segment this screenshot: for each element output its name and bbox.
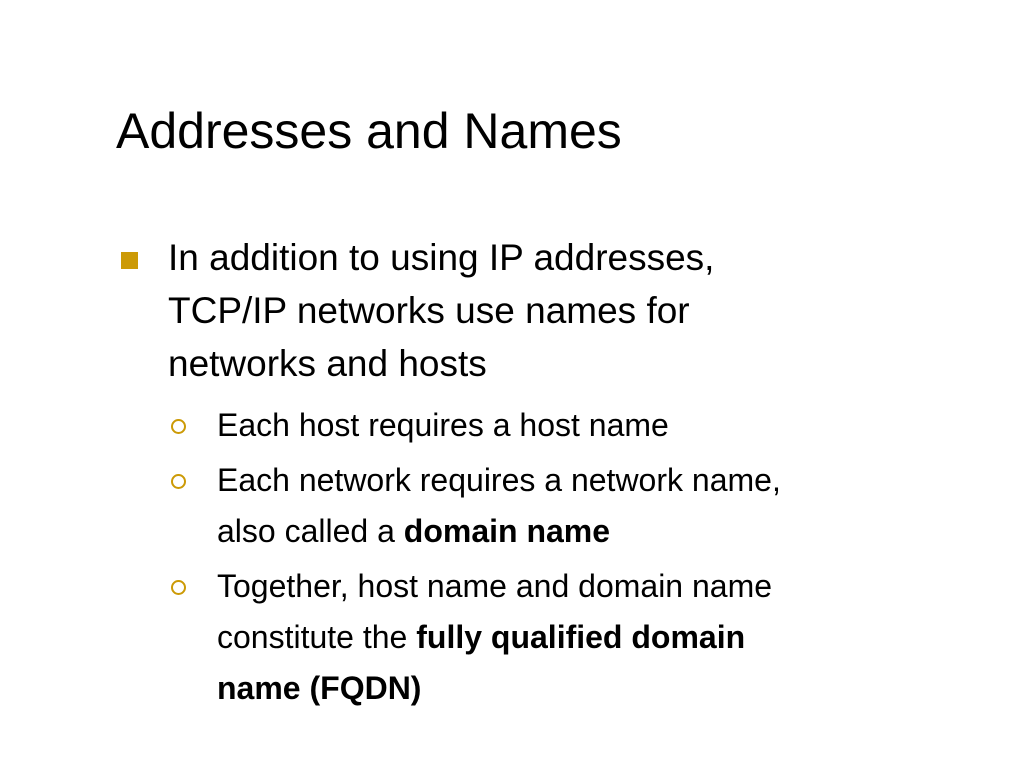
circle-bullet-icon	[171, 474, 186, 489]
sub-bullet-list: Each host requires a host name Each netw…	[116, 400, 936, 714]
bullet-text-line: In addition to using IP addresses,	[168, 237, 715, 278]
sub-bullet-text: Each host requires a host name	[217, 407, 669, 443]
circle-bullet-icon	[171, 419, 186, 434]
sub-bullet-point: Each host requires a host name	[116, 400, 936, 451]
slide-title: Addresses and Names	[116, 103, 622, 159]
bullet-text-line: TCP/IP networks use names for	[168, 290, 690, 331]
sub-bullet-point: Each network requires a network name, al…	[116, 455, 936, 557]
slide-body: In addition to using IP addresses, TCP/I…	[116, 231, 936, 718]
sub-bullet-text: Together, host name and domain name	[217, 568, 773, 604]
sub-bullet-point: Together, host name and domain name cons…	[116, 561, 936, 714]
square-bullet-icon	[121, 252, 138, 269]
sub-bullet-text: constitute the	[217, 619, 417, 655]
bold-term: name (FQDN)	[217, 670, 422, 706]
sub-bullet-text: also called a	[217, 513, 404, 549]
circle-bullet-icon	[171, 580, 186, 595]
bullet-point: In addition to using IP addresses, TCP/I…	[116, 231, 936, 390]
bold-term: domain name	[403, 513, 611, 549]
bold-term: fully qualified domain	[416, 619, 746, 655]
sub-bullet-text: Each network requires a network name,	[217, 462, 781, 498]
bullet-text-line: networks and hosts	[168, 343, 487, 384]
